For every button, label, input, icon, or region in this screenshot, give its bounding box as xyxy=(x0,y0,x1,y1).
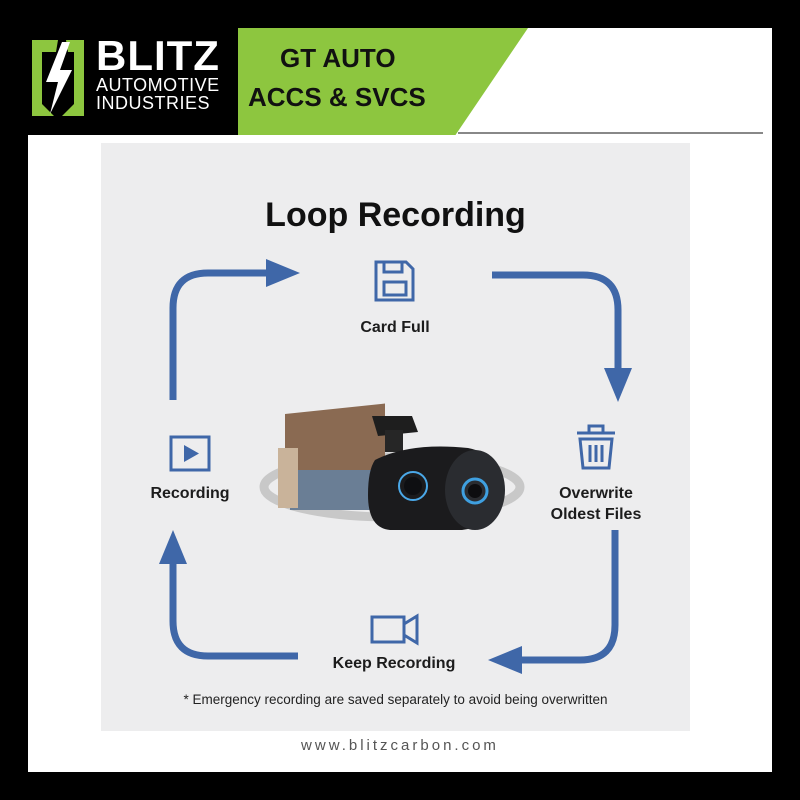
play-icon xyxy=(169,435,211,472)
arrowhead-bottom-right xyxy=(488,646,522,674)
video-camera-icon xyxy=(370,613,419,646)
step-overwrite-label-line-1: Overwrite xyxy=(559,485,633,502)
shop-name-line-2: ACCS & SVCS xyxy=(248,82,426,112)
website-url: www.blitzcarbon.com xyxy=(301,737,499,754)
lightning-bolt-logo-icon xyxy=(32,40,84,116)
trash-icon xyxy=(577,424,615,470)
dash-cam-image xyxy=(259,403,525,530)
arrow-keep-recording-to-recording xyxy=(169,562,298,660)
arrowhead-top-right xyxy=(604,368,632,402)
arrowhead-bottom-left xyxy=(159,530,187,564)
step-keep-recording-label: Keep Recording xyxy=(332,655,456,672)
step-overwrite-label-line-2: Oldest Files xyxy=(550,506,642,523)
step-recording-label: Recording xyxy=(150,485,230,502)
floppy-disk-icon xyxy=(374,260,415,302)
footnote: * Emergency recording are saved separate… xyxy=(183,692,608,707)
diagram-title: Loop Recording xyxy=(265,196,526,234)
shop-name-line-1: GT AUTO xyxy=(280,43,396,73)
brand-line-2: INDUSTRIES xyxy=(96,93,211,113)
arrow-recording-to-card-full xyxy=(169,269,270,400)
arrow-overwrite-to-keep-recording xyxy=(518,530,619,664)
step-card-full-label: Card Full xyxy=(360,319,430,336)
header-divider xyxy=(458,132,763,134)
brand-name: BLITZ xyxy=(96,32,220,79)
arrow-card-full-to-overwrite xyxy=(492,271,622,370)
brand-line-1: AUTOMOTIVE xyxy=(96,75,220,95)
arrowhead-top-left xyxy=(266,259,300,287)
